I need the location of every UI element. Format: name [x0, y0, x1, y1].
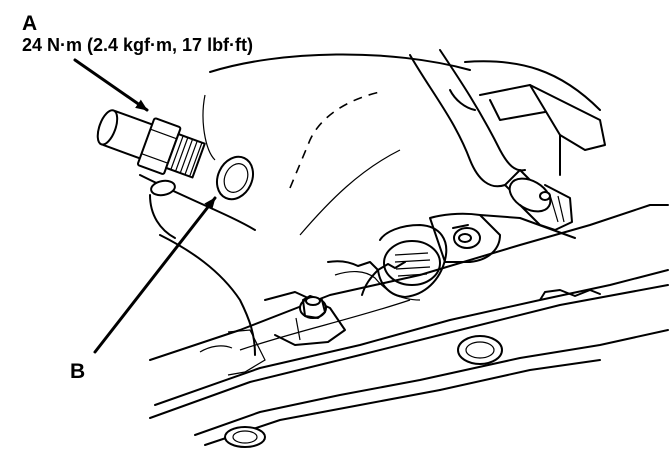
fitting-a [96, 109, 206, 179]
label-b: B [70, 360, 86, 383]
leader-line-b [93, 196, 217, 354]
port-thread-bore [383, 240, 441, 286]
side-bolt [264, 291, 346, 346]
transmission-pan [149, 204, 669, 446]
label-a: A [22, 12, 38, 35]
alignment-dashed-line [289, 91, 381, 189]
fitting-a-washer [150, 179, 176, 197]
pan-bolt-hole-right [457, 335, 503, 365]
leader-line-a [73, 58, 149, 112]
hose-fitting [508, 177, 573, 231]
pan-bolt-hole-left [224, 426, 266, 448]
housing-lip [327, 260, 406, 271]
bolt-bracket [429, 212, 576, 263]
torque-spec: 24 N·m (2.4 kgf·m, 17 lbf·ft) [22, 35, 254, 55]
fitting-a-thread [165, 133, 206, 179]
threaded-port [361, 224, 448, 298]
sealing-washer-b [216, 155, 254, 201]
oil-hose [409, 49, 526, 188]
